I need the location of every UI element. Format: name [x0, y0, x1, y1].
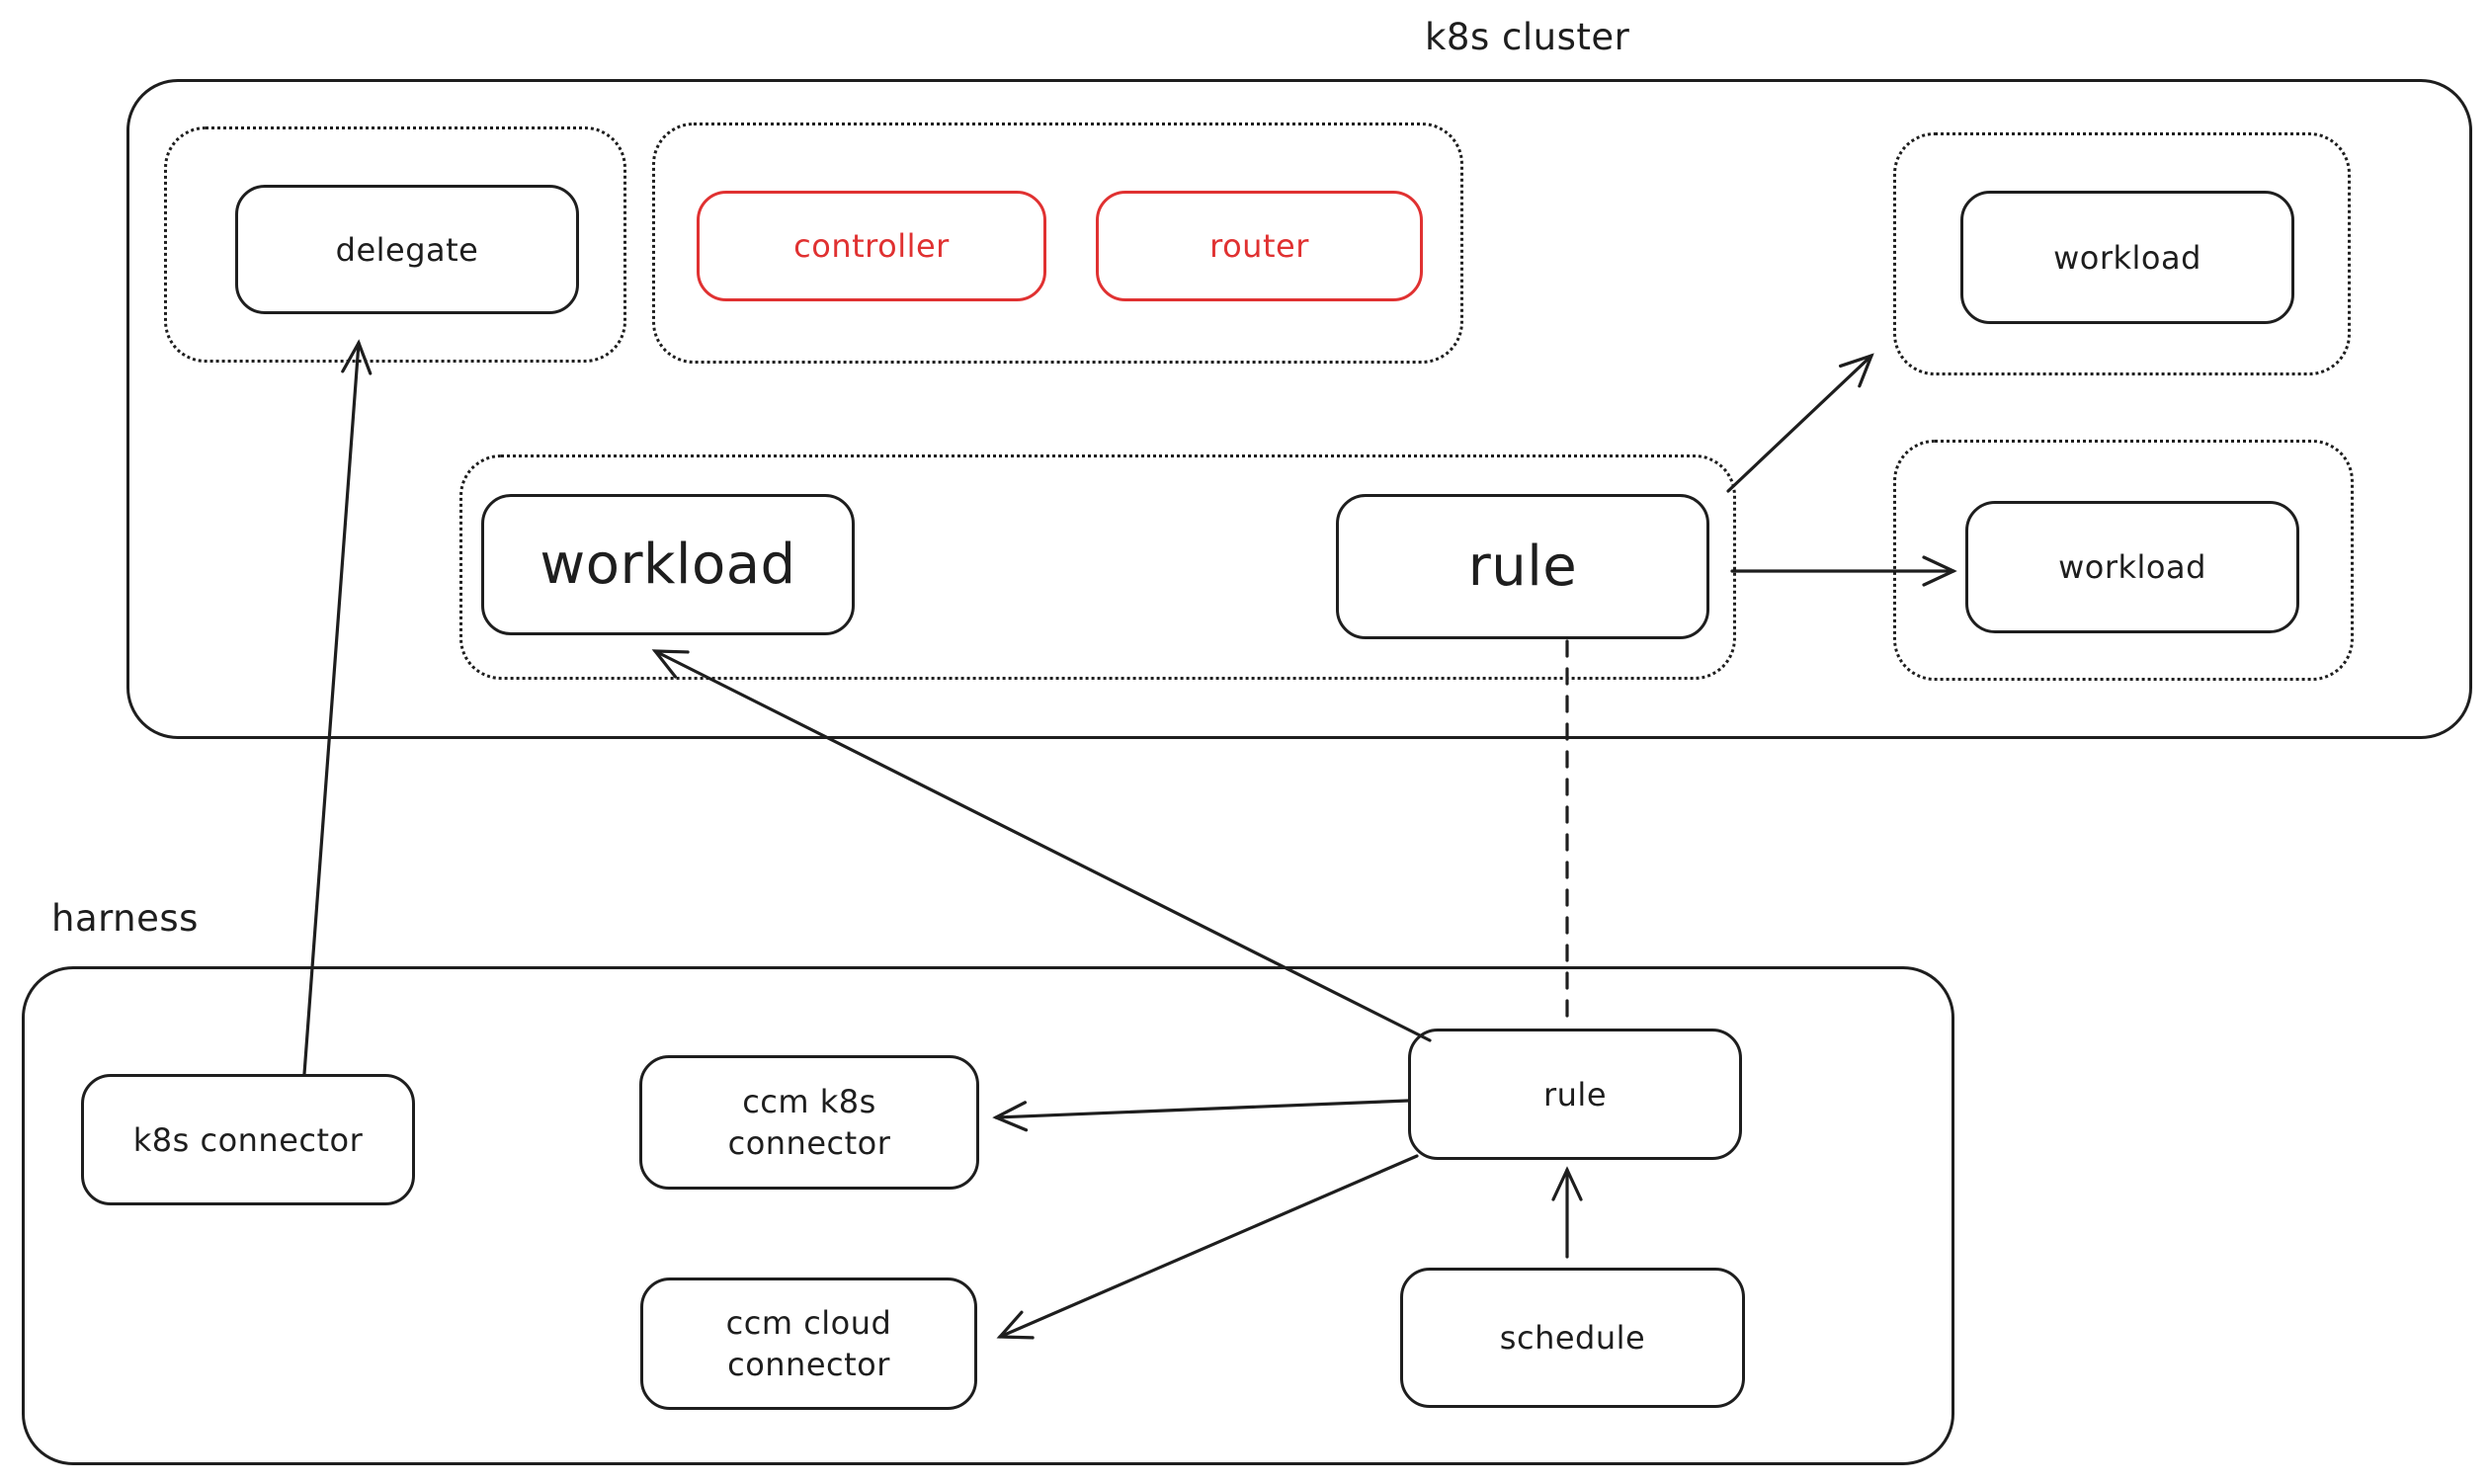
controller-router-dotted-container [652, 123, 1463, 364]
ccm-cloud-connector-label: ccm cloud connector [725, 1303, 892, 1383]
k8s-cluster-title: k8s cluster [1425, 16, 1630, 58]
workload-middle-right-label: workload [2058, 548, 2206, 586]
controller-node: controller [697, 191, 1046, 301]
rule-cluster-label: rule [1467, 535, 1578, 599]
workload-middle-right-node: workload [1965, 501, 2299, 633]
controller-label: controller [793, 227, 950, 265]
rule-harness-label: rule [1542, 1075, 1607, 1113]
workload-top-right-label: workload [2053, 238, 2201, 277]
delegate-node: delegate [235, 185, 579, 314]
workload-main-label: workload [540, 533, 796, 597]
ccm-cloud-connector-node: ccm cloud connector [640, 1278, 977, 1410]
workload-top-right-node: workload [1960, 191, 2294, 324]
router-label: router [1209, 227, 1309, 265]
rule-harness-node: rule [1408, 1029, 1742, 1160]
rule-cluster-node: rule [1336, 494, 1709, 639]
workload-middle-right-dotted-container [1893, 440, 2354, 681]
ccm-k8s-connector-label: ccm k8s connector [727, 1082, 891, 1162]
schedule-label: schedule [1499, 1319, 1646, 1357]
schedule-node: schedule [1400, 1268, 1745, 1408]
router-node: router [1096, 191, 1423, 301]
k8s-connector-node: k8s connector [81, 1074, 415, 1205]
delegate-dotted-container [164, 126, 626, 363]
harness-title: harness [51, 897, 199, 940]
delegate-label: delegate [335, 230, 479, 269]
k8s-connector-label: k8s connector [132, 1120, 364, 1159]
workload-main-node: workload [481, 494, 855, 635]
ccm-k8s-connector-node: ccm k8s connector [639, 1055, 979, 1190]
workload-top-right-dotted-container [1893, 132, 2351, 375]
